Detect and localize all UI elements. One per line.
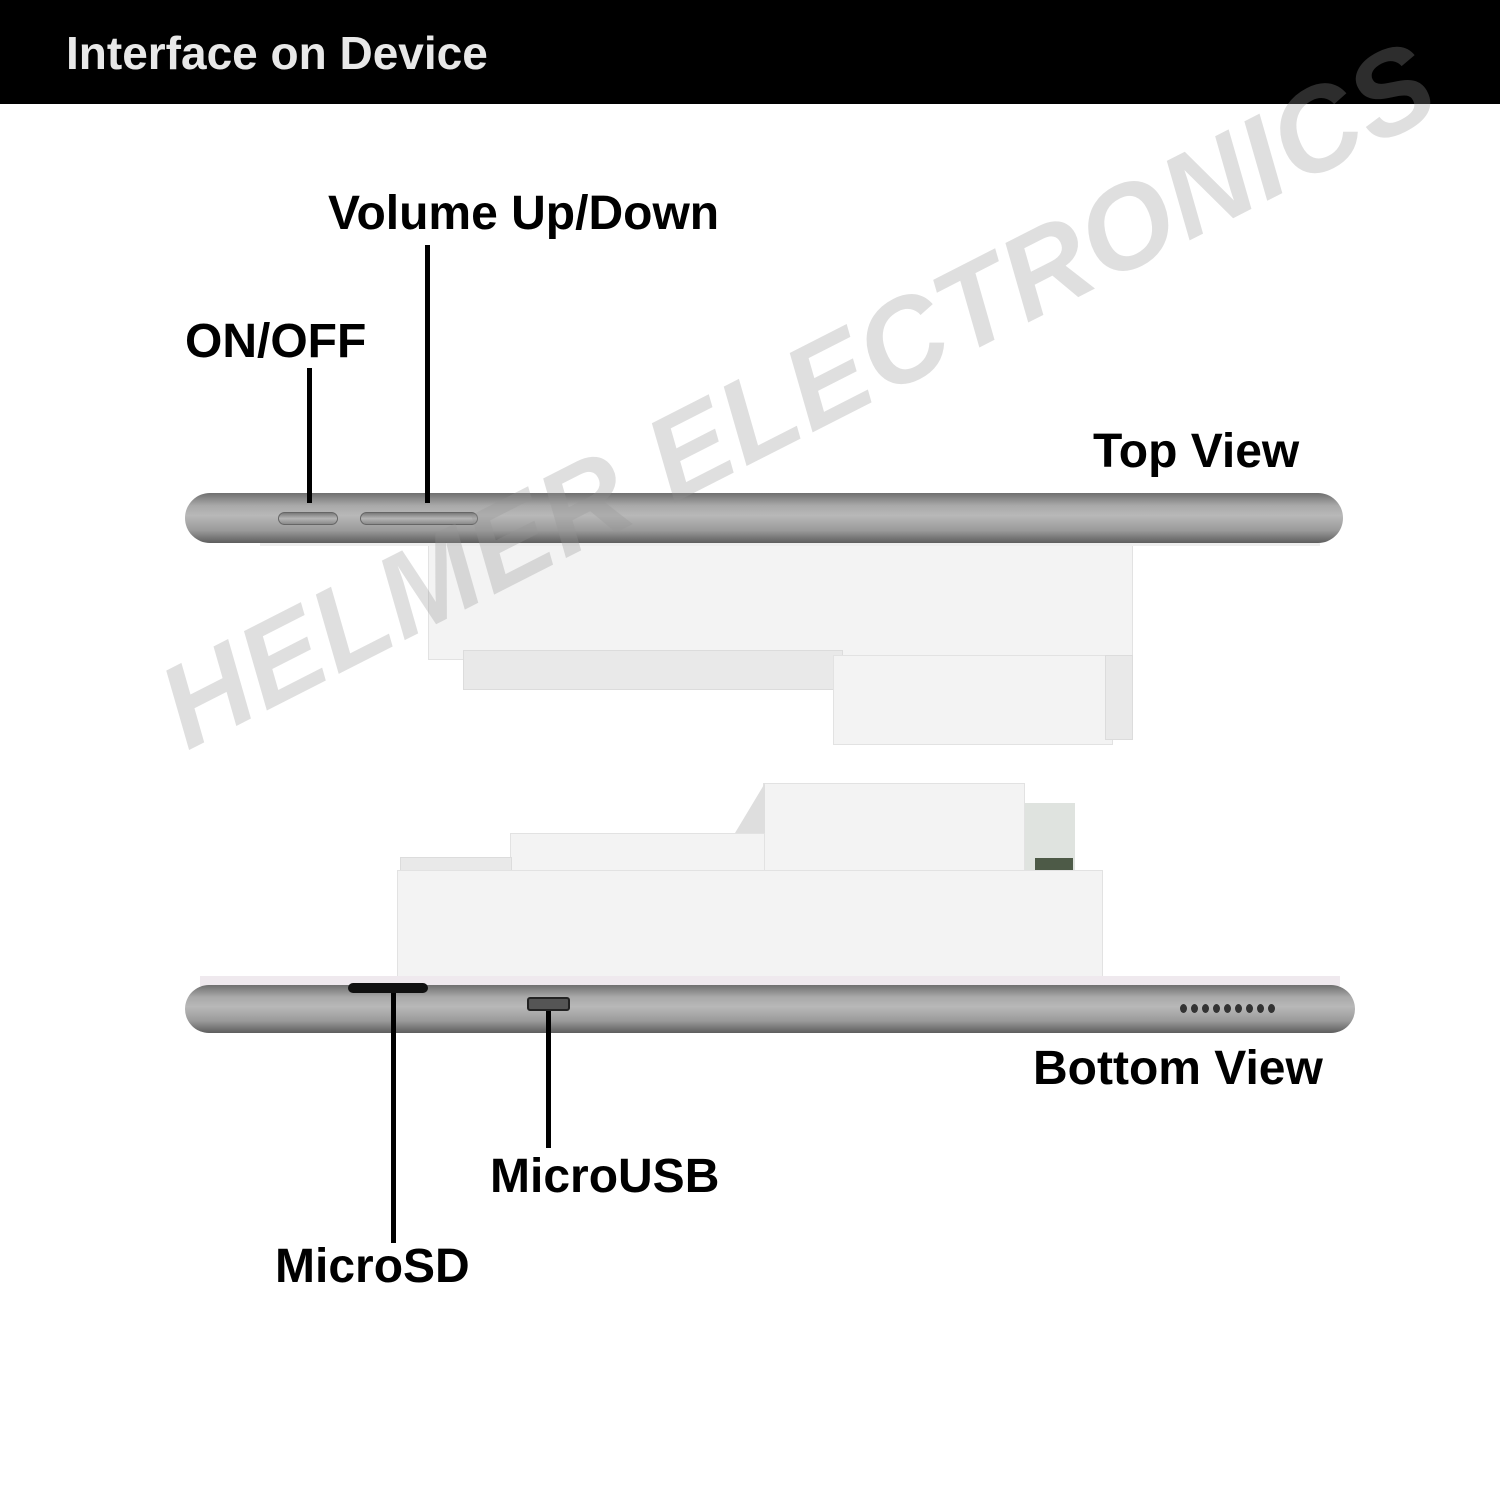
top-view-housing-lower: [463, 650, 843, 690]
bottom-view-connector: [1035, 858, 1073, 872]
microsd-leader-line: [391, 993, 396, 1243]
speaker-grill-icon: [1180, 1004, 1275, 1013]
power-button[interactable]: [278, 512, 338, 525]
bottom-view-housing: [397, 870, 1103, 982]
microusb-port[interactable]: [527, 997, 570, 1011]
volume-label: Volume Up/Down: [328, 187, 720, 240]
top-view-housing-block: [833, 655, 1113, 745]
header-bar: Interface on Device: [0, 0, 1500, 104]
bottom-view-housing-top: [763, 783, 1025, 883]
bottom-view-rail: [185, 985, 1355, 1033]
volume-button[interactable]: [360, 512, 478, 525]
microsd-label: MicroSD: [275, 1240, 470, 1293]
volume-leader-line: [425, 245, 430, 503]
microusb-leader-line: [546, 1011, 551, 1148]
power-label: ON/OFF: [185, 315, 367, 368]
top-view-rail: [185, 493, 1343, 543]
power-leader-line: [307, 368, 312, 503]
page-title: Interface on Device: [66, 27, 488, 79]
top-view-housing-edge: [1105, 655, 1133, 740]
top-view-housing: [428, 540, 1133, 660]
bottom-view-bezel: [200, 976, 1340, 986]
top-view-label: Top View: [1093, 425, 1300, 478]
microsd-slot[interactable]: [348, 983, 428, 993]
microusb-label: MicroUSB: [490, 1150, 720, 1203]
bottom-view-label: Bottom View: [1033, 1042, 1323, 1095]
